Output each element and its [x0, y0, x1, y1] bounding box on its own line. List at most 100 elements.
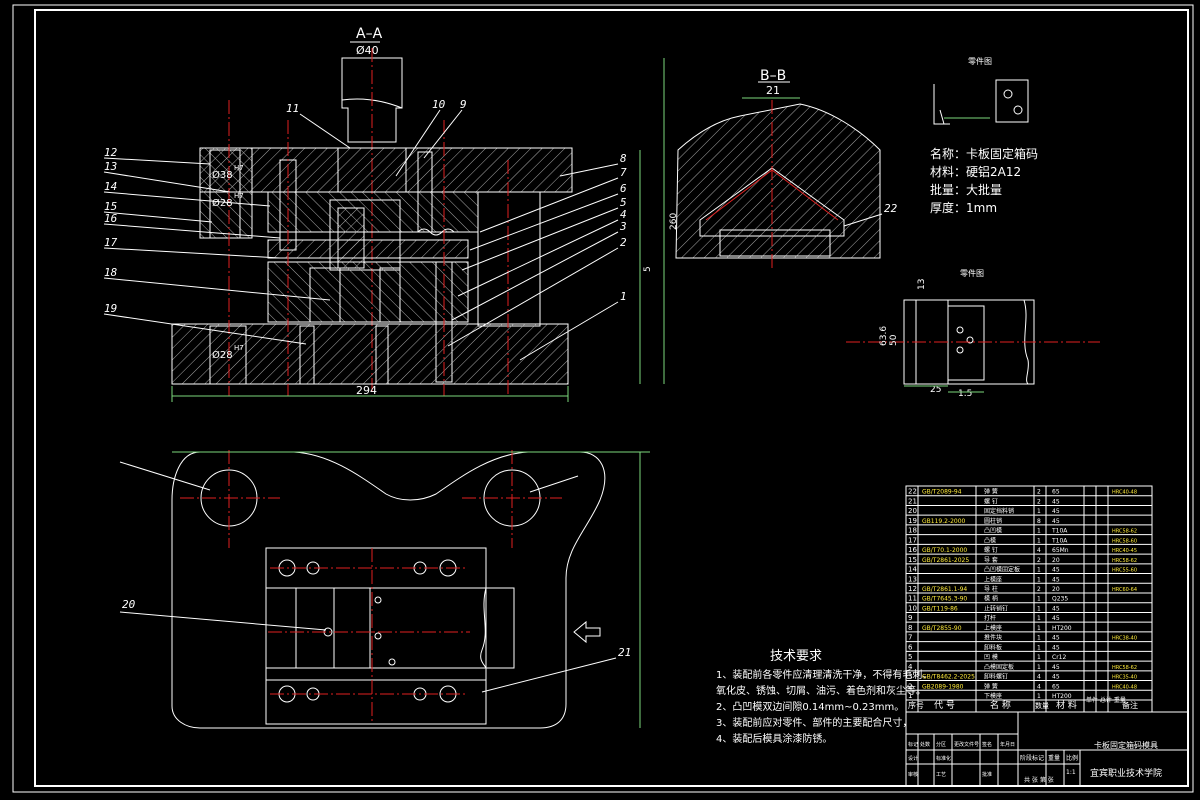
plan-outline — [171, 451, 606, 729]
side-dim-1-5: 1.5 — [958, 389, 972, 399]
callout-14: 14 — [104, 180, 117, 193]
ejector-rod — [417, 151, 433, 233]
dim-height-260: 260 — [669, 213, 679, 230]
bom-cell-name: 上模座 — [984, 575, 1002, 583]
bom-cell-mat: 65Mn — [1052, 547, 1069, 554]
callout-6: 6 — [620, 182, 627, 195]
bom-cell-name: 卸料板 — [984, 643, 1002, 651]
callout-9: 9 — [460, 98, 467, 111]
bom-cell-mat: T10A — [1051, 537, 1068, 544]
plan-leader-21 — [481, 657, 617, 693]
bom-cell-qty: 2 — [1037, 498, 1041, 505]
title-label-sign: 签名 — [982, 741, 992, 748]
section-bb-label: B–B — [760, 68, 786, 84]
part-hole-2 — [1013, 105, 1023, 115]
bom-cell-note: HRC35-40 — [1112, 675, 1137, 681]
bom-cell-no: 16 — [908, 546, 917, 554]
bom-cell-mat: 65 — [1052, 683, 1060, 690]
bom-cell-qty: 1 — [1037, 567, 1041, 574]
bom-cell-note: HRC58-62 — [1112, 665, 1137, 671]
title-school: 宜宾职业技术学院 — [1090, 767, 1162, 779]
die-shank — [341, 57, 403, 143]
bom-cell-mat: 45 — [1052, 518, 1060, 525]
title-scale-label: 比例 — [1066, 754, 1078, 762]
title-label-count: 处数 — [920, 741, 930, 748]
bom-header-mat: 材 料 — [1056, 699, 1077, 711]
title-label-review: 审核 — [908, 771, 918, 778]
bom-cell-note: HRC40-48 — [1112, 684, 1137, 690]
bom-cell-qty: 1 — [1037, 508, 1041, 515]
bom-header-code: 代 号 — [934, 700, 955, 711]
callout-4: 4 — [620, 208, 627, 221]
bom-cell-note: HRC58-62 — [1112, 529, 1137, 535]
callout-13: 13 — [104, 160, 117, 173]
bb-callout-22: 22 — [884, 202, 898, 215]
bb-body — [675, 103, 881, 259]
callout-17: 17 — [104, 236, 118, 249]
plan-leader-right — [529, 475, 579, 493]
bom-cell-no: 11 — [908, 595, 917, 603]
dim-dia-28-lower: Ø28 — [212, 349, 233, 361]
fit-h7-2: H7 — [234, 192, 244, 200]
bom-cell-qty: 1 — [1037, 576, 1041, 583]
bom-cell-name: 模 柄 — [984, 595, 998, 603]
side-hole-2 — [956, 346, 964, 354]
pin-bore — [299, 325, 315, 385]
punch-part — [337, 207, 365, 269]
bom-cell-qty: 4 — [1037, 674, 1041, 681]
bom-cell-name: 止转销钉 — [984, 604, 1008, 612]
bom-cell-mat: 20 — [1052, 557, 1060, 564]
guide-bush-left — [199, 147, 253, 239]
bom-cell-name: 圆柱销 — [984, 517, 1002, 525]
title-mark-label: 阶段标记 — [1020, 754, 1044, 762]
bom-cell-qty: 2 — [1037, 489, 1041, 496]
bom-cell-mat: 45 — [1052, 664, 1060, 671]
bom-cell-no: 3 — [908, 673, 912, 681]
bom-cell-name: 固定挡料销 — [984, 507, 1014, 515]
bom-cell-name: 卸料螺钉 — [984, 673, 1008, 681]
plan-callout-20: 20 — [122, 598, 136, 611]
callout-3: 3 — [619, 220, 627, 233]
bom-cell-qty: 1 — [1037, 537, 1041, 544]
bom-cell-no: 6 — [908, 643, 913, 651]
bom-cell-no: 8 — [908, 624, 912, 632]
bom-cell-mat: 45 — [1052, 644, 1060, 651]
bom-cell-no: 1 — [908, 692, 912, 700]
bom-cell-code: GB/T2861-2025 — [922, 557, 969, 564]
callout-5: 5 — [620, 196, 627, 209]
stripper-plate — [267, 239, 469, 259]
bom-cell-name: 螺 钉 — [984, 546, 998, 554]
leader-9 — [423, 109, 463, 159]
title-scale: 1:1 — [1066, 769, 1076, 776]
bom-cell-code: GB/T2855-90 — [922, 625, 962, 632]
tech-req-line-1: 1、装配前各零件应清理清洗干净，不得有毛刺、 — [716, 668, 932, 681]
callout-19: 19 — [104, 302, 117, 315]
title-drawing-name: 卡板固定箱码模具 — [1094, 740, 1158, 750]
bom-cell-mat: T10A — [1051, 528, 1068, 535]
side-dim-25: 25 — [930, 385, 941, 395]
bom-cell-qty: 1 — [1037, 596, 1041, 603]
bom-cell-note: HRC55-60 — [1112, 568, 1137, 574]
bom-cell-mat: 45 — [1052, 567, 1060, 574]
part-hole-1 — [1003, 89, 1013, 99]
bom-cell-name: 凸凹模 — [984, 527, 1002, 535]
die-cavity-left — [309, 267, 341, 323]
callout-8: 8 — [620, 152, 627, 165]
dim-dia-28-upper: Ø28 — [212, 197, 233, 209]
bom-cell-mat: Cr12 — [1052, 654, 1066, 661]
leader-11 — [299, 113, 351, 149]
bom-cell-note: HRC58-60 — [1112, 538, 1137, 544]
bom-cell-name: 凸凹模固定板 — [984, 566, 1020, 574]
bb-cavity — [699, 167, 845, 237]
bom-cell-qty: 1 — [1037, 664, 1041, 671]
bom-cell-no: 15 — [908, 556, 917, 564]
bom-cell-no: 10 — [908, 604, 917, 612]
spring-coil — [417, 228, 455, 236]
callout-16: 16 — [104, 212, 118, 225]
bom-cell-qty: 1 — [1037, 654, 1041, 661]
bom-cell-name: 导 柱 — [984, 585, 998, 593]
lower-post-bore — [209, 325, 247, 385]
dim-bb-21: 21 — [766, 84, 780, 97]
title-label-zone: 分区 — [936, 741, 946, 748]
